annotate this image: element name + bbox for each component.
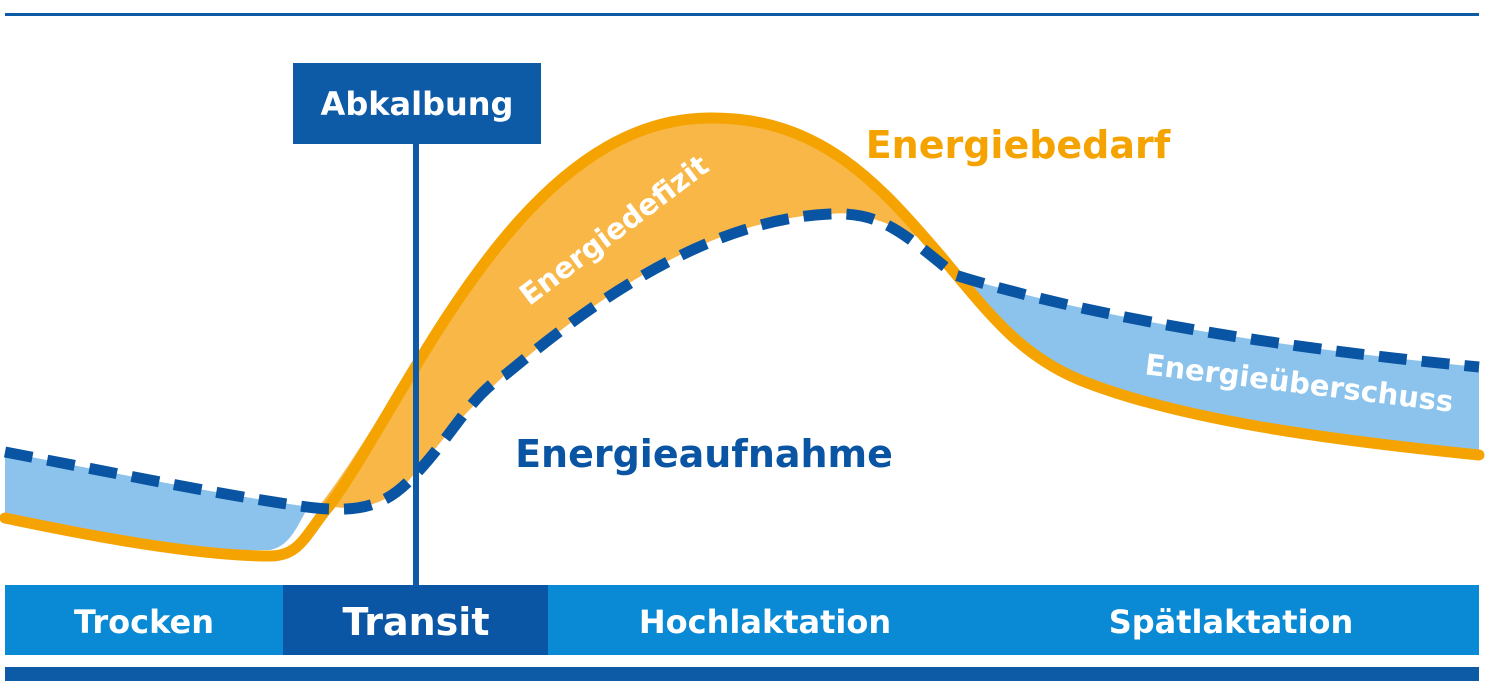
calving-box bbox=[293, 63, 541, 144]
surplus-area-late bbox=[955, 275, 1479, 455]
phase-label-trocken: Trocken bbox=[74, 603, 214, 641]
intake-curve bbox=[3, 208, 1480, 515]
deficit-area bbox=[320, 117, 925, 508]
phase-label-transit: Transit bbox=[343, 600, 490, 644]
phase-hochlaktation bbox=[548, 585, 984, 655]
phase-spaetlaktation bbox=[984, 585, 1479, 655]
demand-curve bbox=[0, 112, 1485, 562]
phase-label-hochlaktation: Hochlaktation bbox=[639, 603, 891, 641]
bottom-rule bbox=[5, 667, 1479, 681]
demand-label: Energiebedarf bbox=[866, 123, 1171, 167]
phase-bar: Trocken Transit Hochlaktation Spätlaktat… bbox=[5, 585, 1479, 655]
calving-line bbox=[413, 140, 419, 588]
surplus-area-dry bbox=[5, 452, 310, 551]
intake-label: Energieaufnahme bbox=[515, 432, 893, 476]
top-rule bbox=[5, 13, 1479, 16]
calving-label: Abkalbung bbox=[321, 85, 514, 123]
phase-transit bbox=[283, 585, 548, 655]
phase-trocken bbox=[5, 585, 283, 655]
phase-label-spaetlaktation: Spätlaktation bbox=[1109, 603, 1354, 641]
